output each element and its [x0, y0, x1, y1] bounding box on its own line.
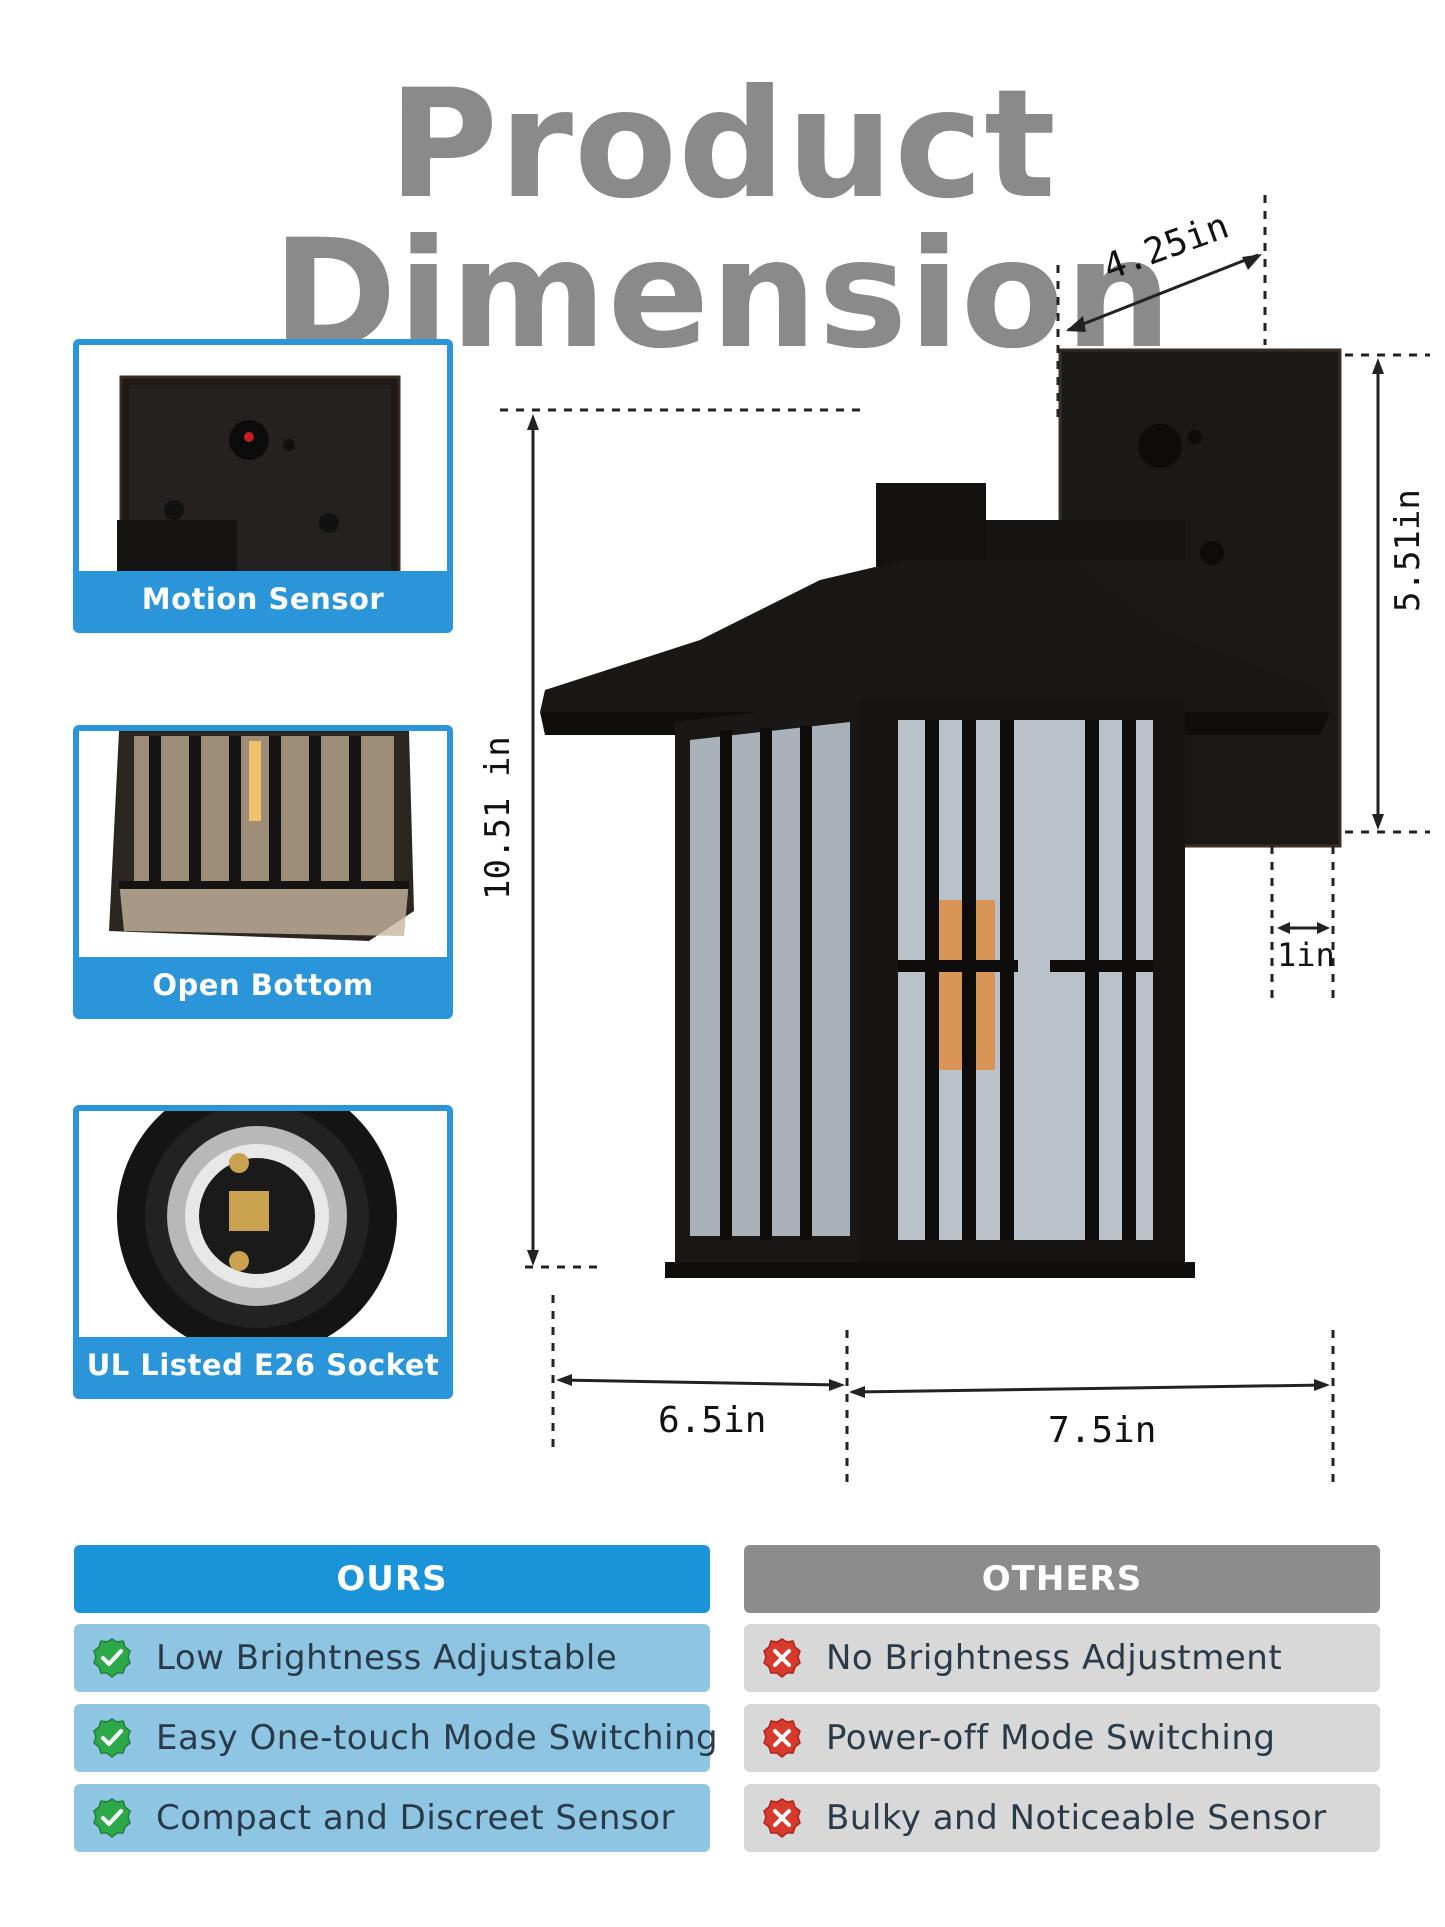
- dimension-extension: 7.5in: [1048, 1410, 1157, 1451]
- others-item: Bulky and Noticeable Sensor: [744, 1784, 1380, 1852]
- ours-item: Low Brightness Adjustable: [74, 1624, 710, 1692]
- ours-item: Compact and Discreet Sensor: [74, 1784, 710, 1852]
- feature-card-motion-sensor: Motion Sensor: [73, 339, 453, 633]
- others-item-text: Bulky and Noticeable Sensor: [826, 1798, 1327, 1838]
- feature-label: UL Listed E26 Socket: [79, 1337, 447, 1393]
- cross-icon: [763, 1718, 801, 1758]
- dimension-height-total: 10.51 in: [478, 736, 518, 900]
- others-item-text: Power-off Mode Switching: [826, 1718, 1276, 1758]
- ours-heading: OURS: [74, 1545, 710, 1613]
- lamp-glass-body: [665, 700, 1195, 1278]
- dimension-backplate-height: 5.51in: [1388, 489, 1428, 612]
- dimension-lines: [500, 195, 1430, 1482]
- ours-item: Easy One-touch Mode Switching: [74, 1704, 718, 1772]
- lamp-arm: [876, 483, 1186, 573]
- dimension-arrowheads: [527, 254, 1384, 1398]
- e26-socket-photo: [79, 1111, 447, 1356]
- check-icon: [93, 1638, 131, 1678]
- ours-item-text: Easy One-touch Mode Switching: [156, 1718, 719, 1758]
- feature-label: Open Bottom: [79, 957, 447, 1013]
- feature-card-e26-socket: UL Listed E26 Socket: [73, 1105, 453, 1399]
- dimension-width-front: 6.5in: [658, 1400, 767, 1441]
- lamp-dimension-diagram: [500, 195, 1430, 1482]
- dimension-backplate-thickness: 1in: [1277, 936, 1335, 974]
- cross-icon: [763, 1798, 801, 1838]
- feature-card-open-bottom: Open Bottom: [73, 725, 453, 1019]
- others-item: Power-off Mode Switching: [744, 1704, 1380, 1772]
- open-bottom-photo: [79, 731, 447, 957]
- feature-label: Motion Sensor: [79, 571, 447, 627]
- ours-item-text: Compact and Discreet Sensor: [156, 1798, 675, 1838]
- ours-item-text: Low Brightness Adjustable: [156, 1638, 618, 1678]
- check-icon: [93, 1798, 131, 1838]
- check-icon: [93, 1718, 131, 1758]
- motion-sensor-photo: [79, 345, 447, 589]
- others-item-text: No Brightness Adjustment: [826, 1638, 1283, 1678]
- others-item: No Brightness Adjustment: [744, 1624, 1380, 1692]
- others-heading: OTHERS: [744, 1545, 1380, 1613]
- cross-icon: [763, 1638, 801, 1678]
